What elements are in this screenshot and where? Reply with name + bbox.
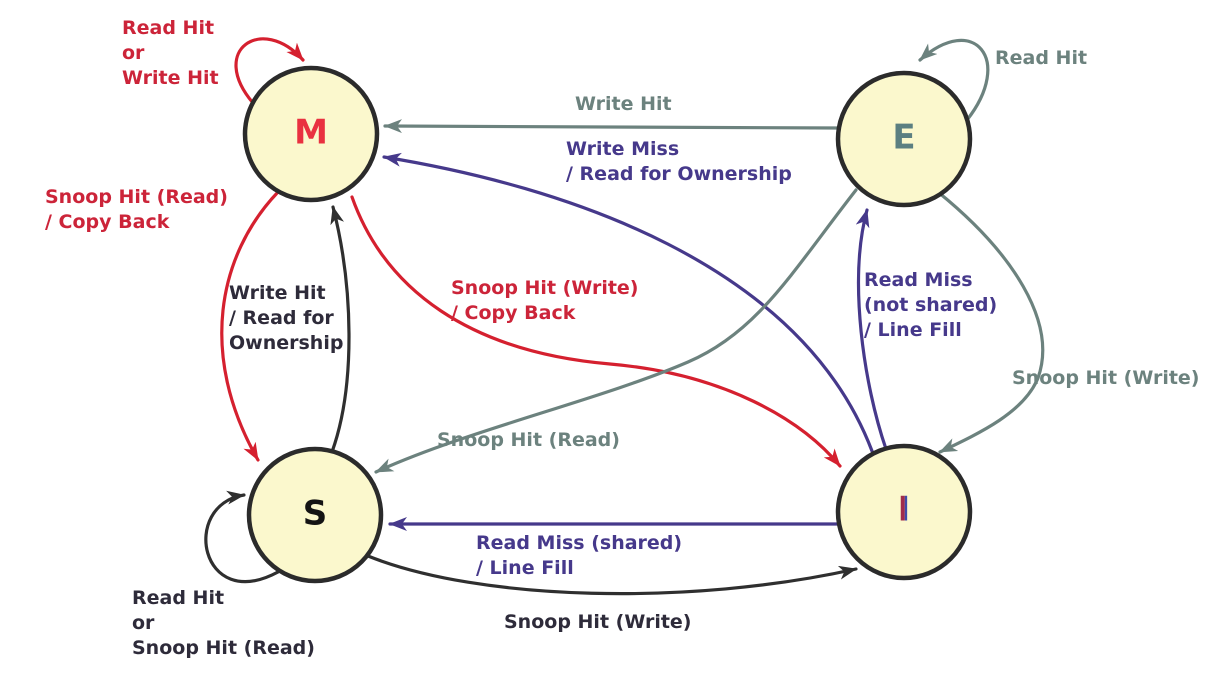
label-e-to-i: Snoop Hit (Write) bbox=[1012, 367, 1200, 389]
edge-e-to-m bbox=[383, 119, 840, 134]
edge-e-to-s bbox=[374, 188, 858, 474]
edge-s-self-loop bbox=[204, 490, 280, 584]
edge-i-to-m bbox=[382, 152, 874, 453]
label-e-to-m: Write Hit bbox=[575, 93, 672, 115]
edge-s-to-m bbox=[330, 205, 351, 454]
state-label-i-red-half: I bbox=[897, 489, 911, 530]
edge-m-to-s bbox=[220, 190, 280, 462]
state-label-e: E bbox=[892, 117, 916, 158]
state-node-exclusive bbox=[835, 70, 973, 208]
label-m-to-i: Snoop Hit (Write) / Copy Back bbox=[451, 277, 639, 324]
label-s-to-m: Write Hit / Read for Ownership bbox=[229, 282, 344, 354]
label-s-to-i: Snoop Hit (Write) bbox=[504, 611, 692, 633]
state-node-shared bbox=[246, 446, 384, 584]
label-i-to-s: Read Miss (shared) / Line Fill bbox=[476, 532, 683, 579]
edge-e-self-loop bbox=[918, 38, 990, 122]
state-label-s: S bbox=[302, 493, 328, 534]
state-label-i: I I bbox=[894, 493, 914, 529]
label-i-to-e: Read Miss (not shared) / Line Fill bbox=[864, 269, 998, 341]
state-label-i-blue-half: I bbox=[897, 489, 911, 530]
state-node-modified bbox=[242, 65, 380, 203]
label-m-to-s: Snoop Hit (Read) / Copy Back bbox=[45, 186, 228, 233]
state-node-invalid bbox=[835, 443, 973, 581]
label-s-self-loop: Read Hit or Snoop Hit (Read) bbox=[132, 587, 315, 659]
edge-m-self-loop bbox=[234, 37, 305, 105]
edge-i-to-e bbox=[855, 208, 888, 451]
label-m-self-loop: Read Hit or Write Hit bbox=[122, 17, 219, 89]
edge-m-to-i bbox=[350, 195, 842, 468]
state-label-m: M bbox=[294, 112, 328, 153]
edge-s-to-i bbox=[366, 554, 858, 596]
label-i-to-m: Write Miss / Read for Ownership bbox=[566, 138, 792, 185]
edge-e-to-i bbox=[936, 190, 1045, 454]
label-e-self-loop: Read Hit bbox=[995, 47, 1088, 69]
label-e-to-s: Snoop Hit (Read) bbox=[437, 429, 620, 451]
